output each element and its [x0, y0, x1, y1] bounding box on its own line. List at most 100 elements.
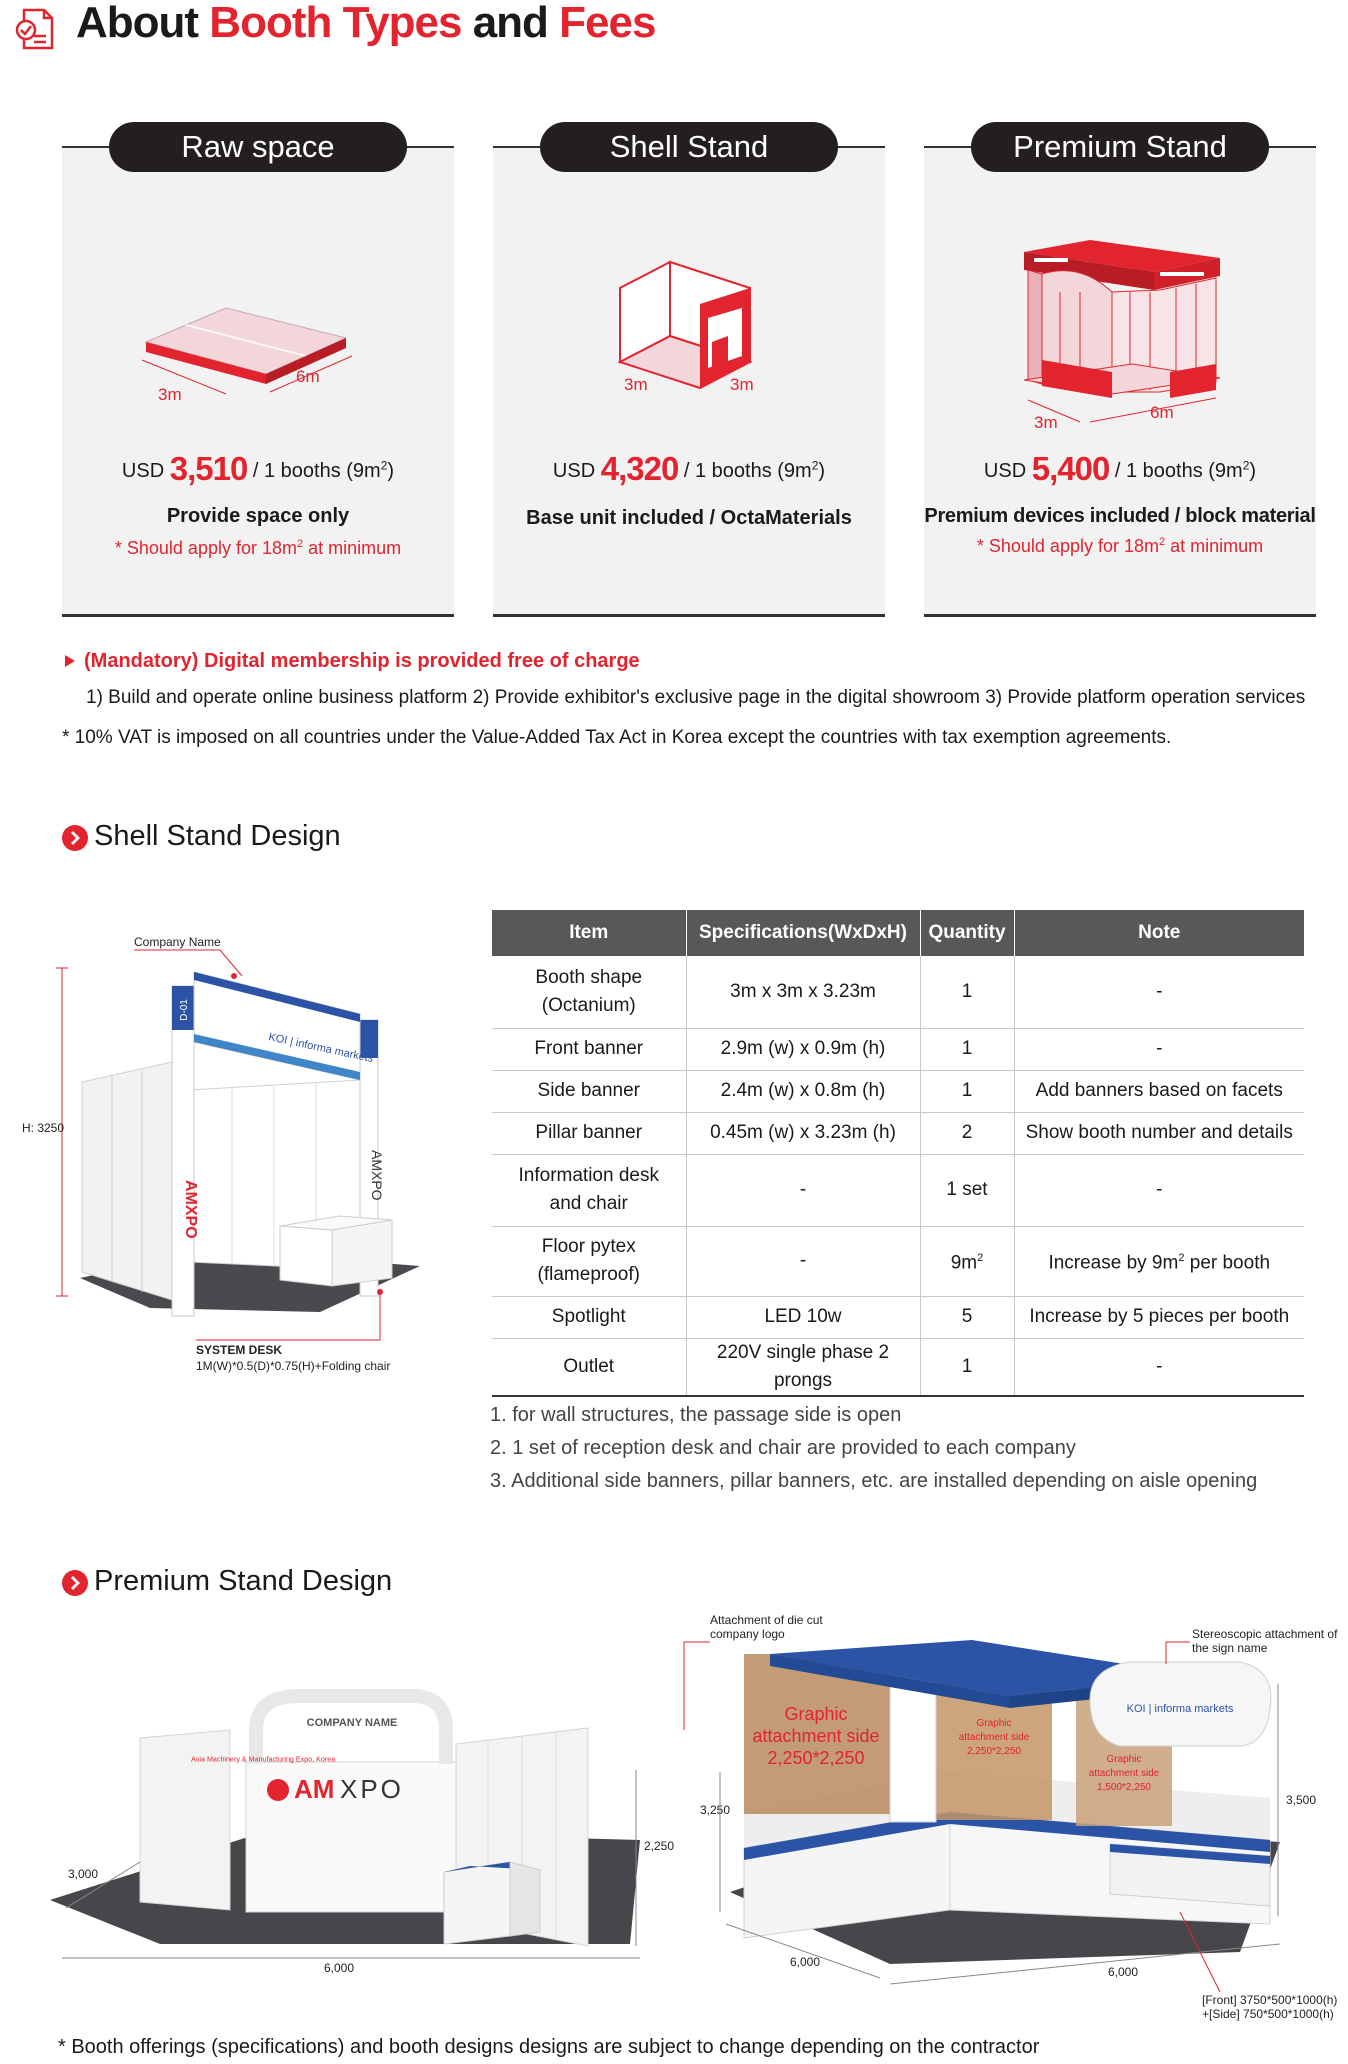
shell-spec-table: Item Specifications(WxDxH) Quantity Note… — [492, 910, 1304, 1397]
qty-value: 9m — [950, 1252, 978, 1274]
dim-depth: 3,000 — [68, 1867, 98, 1881]
currency: USD — [552, 460, 596, 482]
currency: USD — [121, 460, 165, 482]
table-header: Note — [1013, 910, 1304, 956]
table-header: Item — [492, 910, 686, 956]
item-line: Information desk — [518, 1165, 659, 1186]
dim-width: 6,000 — [1108, 1965, 1138, 1979]
height-label: H: 3250 — [22, 1121, 64, 1135]
dim-length: 6m — [1150, 403, 1174, 422]
booth-price: USD 3,510 / 1 booths (9m2) — [62, 450, 454, 488]
table-cell-qty: 1 — [920, 1028, 1015, 1071]
premium-front-illustration: COMPANY NAME Asia Machinery & Manufactur… — [50, 1689, 674, 1975]
page-title: About Booth Types and Fees — [76, 0, 656, 48]
shell-stand-design-illustration: H: 3250 Company Name D-01 AMXPO AMXPO KO… — [22, 935, 420, 1373]
triangle-bullet-icon — [65, 655, 75, 667]
price-unit: / 1 booths (9m — [252, 460, 381, 482]
item-line: (flameproof) — [537, 1264, 640, 1285]
table-cell-item: Floor pytex (flameproof) — [492, 1226, 687, 1297]
booth-price: USD 5,400 / 1 booths (9m2) — [924, 450, 1316, 488]
item-line: and chair — [549, 1193, 628, 1214]
table-cell-qty: 1 — [920, 956, 1015, 1029]
pillar-logo: AMXPO — [182, 1180, 199, 1239]
table-cell-spec: 0.45m (w) x 3.23m (h) — [686, 1112, 921, 1155]
table-cell-note: Increase by 9m2 per booth — [1014, 1226, 1304, 1297]
company-name-sign: COMPANY NAME — [307, 1717, 398, 1729]
premium-perspective-illustration: Graphic attachment side 2,250*2,250 Grap… — [683, 1613, 1338, 2021]
table-cell-spec: LED 10w — [686, 1296, 921, 1339]
table-cell-spec: - — [686, 1154, 921, 1227]
table-cell-item: Front banner — [492, 1028, 687, 1071]
note-text: at minimum — [303, 538, 402, 558]
table-cell-item: Booth shape(Octanium) — [492, 956, 687, 1029]
booth-type-label: Shell Stand — [540, 122, 838, 172]
price-value: 3,510 — [169, 450, 249, 487]
note-sup: 2 — [1178, 1252, 1185, 1265]
sign-logo: KOI | informa markets — [1127, 1703, 1234, 1715]
booth-note: * Should apply for 18m2 at minimum — [924, 536, 1316, 557]
booth-desc: Base unit included / OctaMaterials — [526, 507, 852, 529]
table-row: Pillar banner 0.45m (w) x 3.23m (h) 2 Sh… — [492, 1112, 1304, 1155]
mandatory-list: 1) Build and operate online business pla… — [86, 687, 1306, 708]
counter-callout: +[Side] 750*500*1000(h) — [1202, 2007, 1334, 2021]
item-line: Floor pytex — [541, 1236, 636, 1257]
table-note: 3. Additional side banners, pillar banne… — [490, 1470, 1258, 1492]
dim-width: 3m — [1034, 413, 1058, 432]
dim-depth: 3m — [730, 375, 754, 394]
table-cell-note: - — [1014, 1154, 1304, 1227]
graphic-text: attachment side — [752, 1726, 879, 1746]
pillar-logo: AMXPO — [369, 1150, 385, 1201]
dim-width: 3m — [624, 375, 648, 394]
table-header: Quantity — [919, 910, 1014, 956]
table-row: Spotlight LED 10w 5 Increase by 5 pieces… — [492, 1296, 1304, 1339]
company-name-label: Company Name — [134, 935, 221, 949]
table-cell-item: Side banner — [492, 1070, 687, 1113]
table-cell-spec: 3m x 3m x 3.23m — [686, 956, 921, 1029]
note-text: at minimum — [1165, 536, 1264, 556]
table-cell-note: - — [1014, 1028, 1304, 1071]
footer-note: * Booth offerings (specifications) and b… — [58, 2036, 1040, 2058]
premium-stand-illustration: 3m 6m — [1023, 240, 1221, 432]
counter-callout: [Front] 3750*500*1000(h) — [1202, 1993, 1337, 2007]
currency: USD — [983, 460, 1027, 482]
graphic-text: attachment side — [1089, 1768, 1160, 1779]
unit-end: ) — [1249, 460, 1257, 482]
table-cell-item: Spotlight — [492, 1296, 687, 1339]
amxpo-sub: Asia Machinery & Manufacturing Expo, Kor… — [191, 1755, 335, 1763]
chevron-right-icon — [62, 825, 88, 851]
dim-length: 6m — [296, 367, 320, 386]
dim-width: 6,000 — [324, 1961, 354, 1975]
desk-title: SYSTEM DESK — [196, 1343, 282, 1357]
booth-number: D-01 — [179, 999, 190, 1021]
dim-left: 3,250 — [700, 1803, 730, 1817]
table-cell-qty: 5 — [920, 1296, 1015, 1339]
amxpo-am: AM — [294, 1774, 334, 1804]
table-cell-qty: 9m2 — [920, 1226, 1015, 1297]
note-sup: 2 — [296, 538, 304, 550]
desk-spec: 1M(W)*0.5(D)*0.75(H)+Folding chair — [196, 1359, 390, 1373]
unit-sup: 2 — [1242, 458, 1250, 473]
table-note: 2. 1 set of reception desk and chair are… — [490, 1437, 1076, 1459]
logo-callout: Attachment of die cut — [710, 1613, 823, 1627]
table-cell-note: Show booth number and details — [1014, 1112, 1304, 1155]
table-cell-spec: 2.9m (w) x 0.9m (h) — [686, 1028, 921, 1071]
note-text: Increase by 9m — [1048, 1252, 1179, 1274]
graphic-text: 1,500*2,250 — [1097, 1782, 1151, 1793]
table-cell-spec: 220V single phase 2 prongs — [686, 1338, 921, 1397]
item-line: (Octanium) — [541, 994, 636, 1016]
amxpo-xpo: XPO — [340, 1774, 404, 1804]
table-row: Outlet 220V single phase 2 prongs 1 - — [492, 1338, 1304, 1397]
note-text: * Should apply for 18m — [114, 538, 297, 558]
dim-height: 2,250 — [644, 1839, 674, 1853]
table-cell-spec: 2.4m (w) x 0.8m (h) — [686, 1070, 921, 1113]
unit-end: ) — [387, 460, 395, 482]
title-part: About — [76, 0, 210, 47]
dim-depth: 6,000 — [790, 1955, 820, 1969]
note-text: * Should apply for 18m — [976, 536, 1159, 556]
note-text: per booth — [1184, 1252, 1271, 1274]
table-cell-qty: 1 set — [920, 1154, 1015, 1227]
booth-type-label: Raw space — [109, 122, 407, 172]
price-value: 4,320 — [600, 450, 680, 487]
booth-desc: Provide space only — [166, 505, 350, 527]
table-cell-item: Outlet — [492, 1338, 687, 1397]
